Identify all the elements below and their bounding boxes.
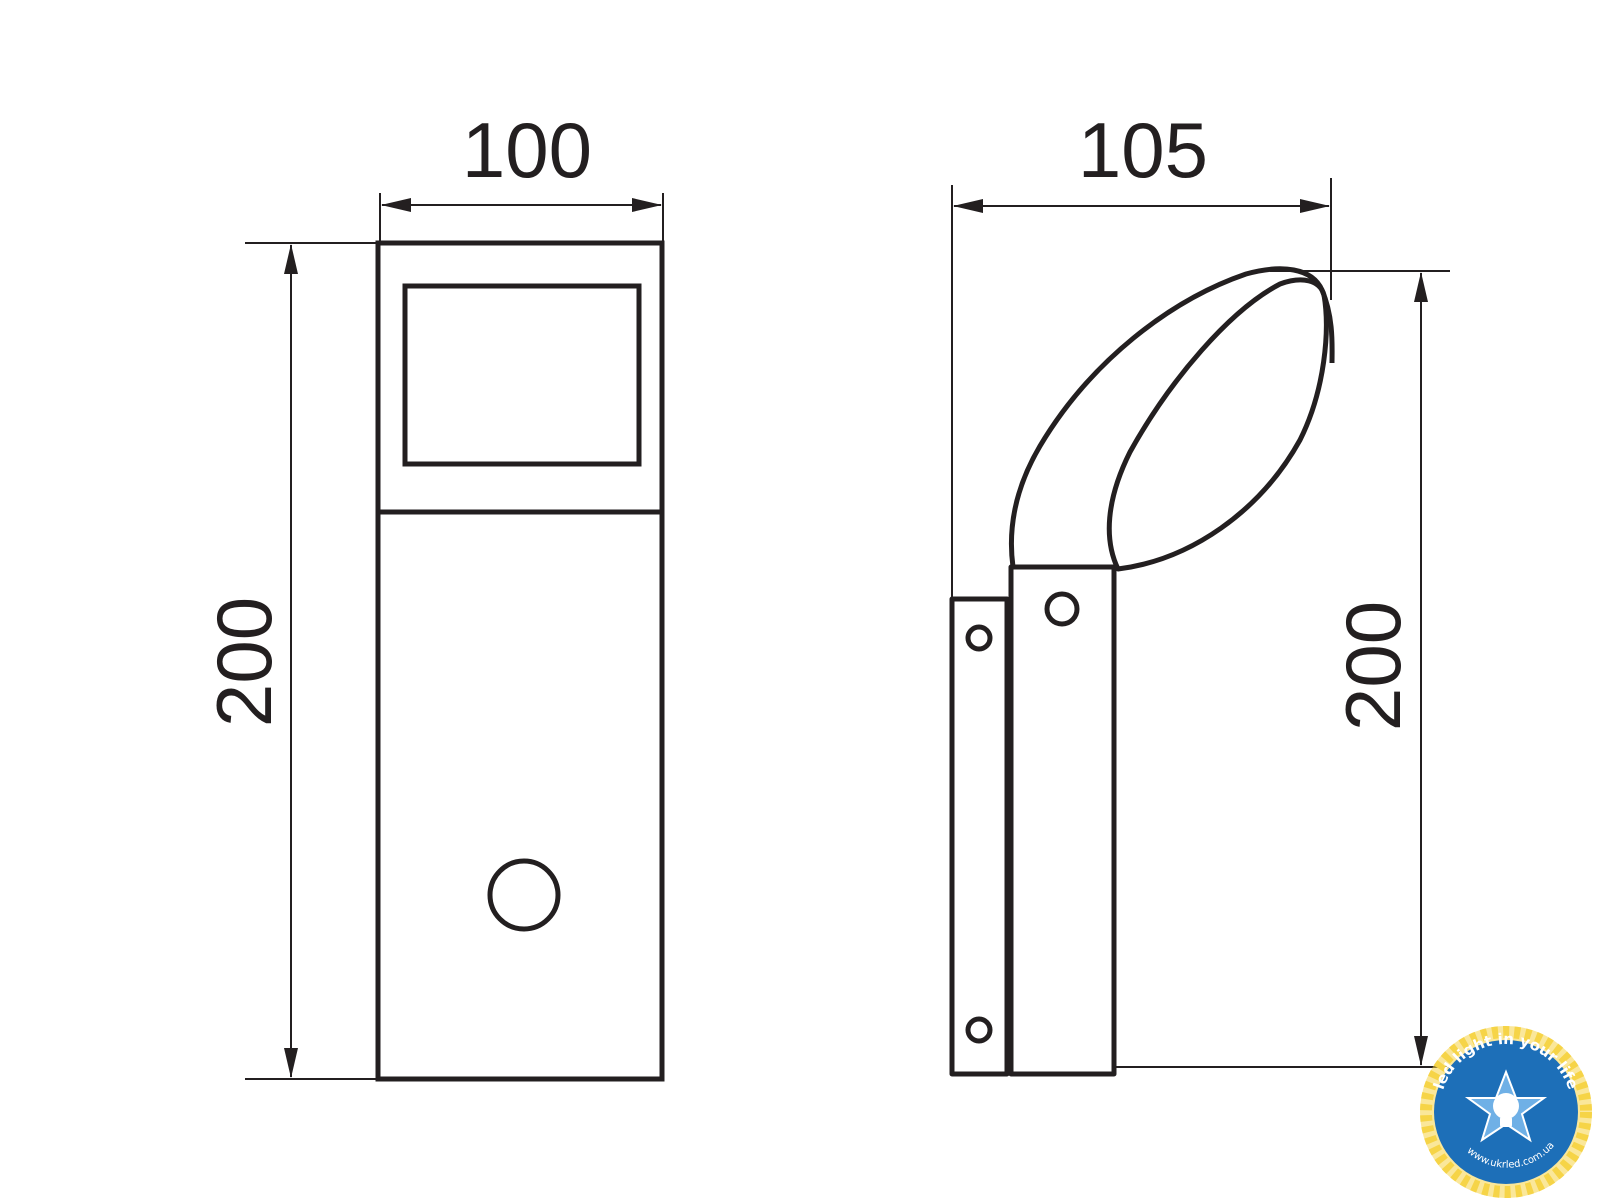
side-body-post	[1008, 564, 1117, 1077]
side-plate-screw-top	[965, 624, 993, 652]
front-height-dimension	[245, 242, 380, 1080]
front-lens-window	[402, 283, 642, 467]
front-sensor-circle	[487, 858, 561, 932]
front-width-dimension	[379, 193, 664, 243]
logo-lightbulb-icon	[1493, 1093, 1519, 1127]
side-plate-screw-bottom	[965, 1016, 993, 1044]
side-mounting-plate	[949, 596, 1010, 1077]
front-width-label: 100	[462, 106, 592, 194]
front-view	[375, 240, 665, 1082]
side-height-dimension	[1114, 270, 1450, 1068]
side-height-label: 200	[1329, 601, 1417, 731]
front-housing	[375, 240, 665, 1082]
side-head-lens	[1106, 277, 1329, 572]
side-view	[949, 266, 1335, 1077]
brand-logo: led light in your life www.ukrled.com.ua	[1420, 1026, 1592, 1198]
side-post-screw	[1044, 591, 1080, 627]
side-width-label: 105	[1078, 106, 1208, 194]
front-height-label: 200	[200, 597, 288, 727]
side-width-dimension	[951, 178, 1332, 599]
side-head-outer	[1008, 266, 1335, 568]
